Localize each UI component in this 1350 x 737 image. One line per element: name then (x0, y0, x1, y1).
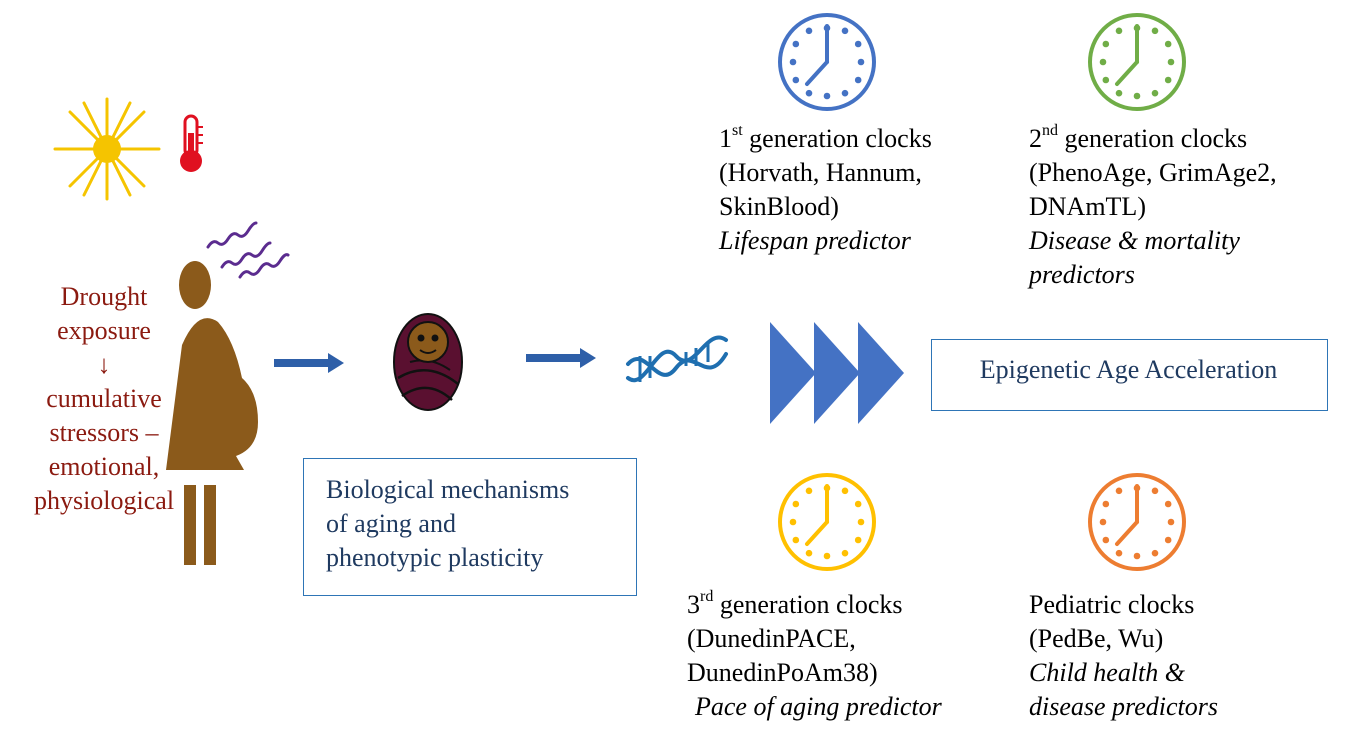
clock-examples: DNAmTL) (1029, 192, 1146, 221)
clock-title: Pediatric clocks (1029, 590, 1195, 619)
clock-description: Pace of aging predictor (695, 692, 942, 721)
sun-icon (53, 97, 161, 201)
exposure-line-6: physiological (33, 486, 175, 515)
exposure-line-2: exposure (57, 316, 151, 345)
epigenetic-age-box (931, 339, 1328, 411)
dna-icon (626, 335, 728, 383)
mechanism-line-2: of aging and (326, 509, 456, 538)
clock-icon-gen3 (778, 473, 876, 571)
thermometer-icon (180, 114, 203, 172)
mechanism-line-1: Biological mechanisms (326, 475, 570, 504)
clock-title: 3rd generation clocks (687, 588, 903, 619)
clock-description: predictors (1029, 260, 1135, 289)
mechanism-box (303, 458, 637, 596)
pregnant-woman-figure (166, 261, 258, 565)
stress-lines-icon (206, 221, 290, 279)
exposure-line-3: cumulative (46, 384, 162, 413)
clock-block-gen2: 2nd generation clocks (PhenoAge, GrimAge… (1029, 122, 1277, 292)
mechanism-line-3: phenotypic plasticity (326, 543, 544, 572)
clock-icon-gen2 (1088, 13, 1186, 111)
clock-examples: (PedBe, Wu) (1029, 624, 1164, 653)
clock-block-gen1: 1st generation clocks (Horvath, Hannum, … (719, 122, 932, 258)
clock-title: 2nd generation clocks (1029, 122, 1248, 153)
exposure-line-4: stressors – (49, 418, 159, 447)
chevron-arrows (770, 322, 904, 424)
arrow-infant-to-dna (526, 348, 596, 368)
clock-description: Child health & (1029, 658, 1185, 687)
clock-examples: SkinBlood) (719, 192, 839, 221)
exposure-text: Drought exposure ↓ cumulative stressors … (14, 280, 194, 518)
clock-examples: (DunedinPACE, (687, 624, 856, 653)
clock-description: Lifespan predictor (719, 226, 911, 255)
epigenetic-age-label: Epigenetic Age Acceleration (979, 355, 1278, 384)
arrow-mother-to-infant (274, 353, 344, 373)
clock-examples: (Horvath, Hannum, (719, 158, 922, 187)
infant-icon (393, 313, 463, 411)
clock-description: Disease & mortality (1029, 226, 1240, 255)
exposure-line-1: Drought (60, 282, 148, 311)
clock-examples: (PhenoAge, GrimAge2, (1029, 158, 1277, 187)
clock-examples: DunedinPoAm38) (687, 658, 878, 687)
clock-title: 1st generation clocks (719, 122, 932, 153)
mechanism-text: Biological mechanisms of aging and pheno… (326, 473, 569, 575)
clock-icon-pediatric (1088, 473, 1186, 571)
clock-description: disease predictors (1029, 692, 1218, 721)
clock-block-pediatric: Pediatric clocks (PedBe, Wu) Child healt… (1029, 588, 1218, 724)
exposure-line-5: emotional, (48, 452, 160, 481)
clock-icon-gen1 (778, 13, 876, 111)
clock-block-gen3: 3rd generation clocks (DunedinPACE, Dune… (687, 588, 942, 724)
down-arrow: ↓ (97, 350, 111, 379)
